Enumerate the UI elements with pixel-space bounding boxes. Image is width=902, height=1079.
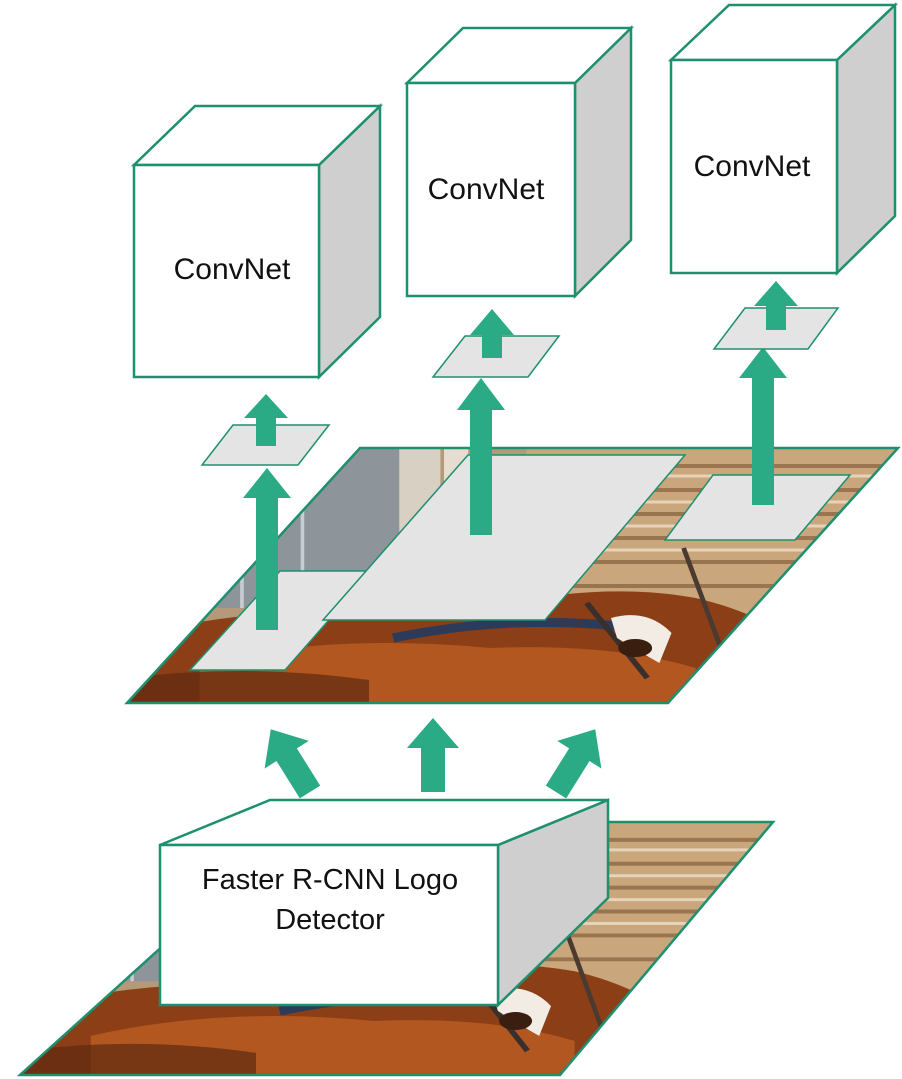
convnet-box-center: ConvNet <box>403 25 635 300</box>
detector-label-line2: Detector <box>275 904 385 936</box>
up-arrow-icon <box>754 281 798 330</box>
up-arrow-icon <box>739 347 787 505</box>
detector-box: Faster R-CNN Logo Detector <box>158 798 610 1008</box>
region-left <box>188 570 374 671</box>
detector-label-line1: Faster R-CNN Logo <box>202 864 458 896</box>
up-arrow-icon <box>533 715 618 806</box>
up-arrow-icon <box>248 715 333 806</box>
input-image-bottom <box>16 820 776 1077</box>
convnet-label: ConvNet <box>428 173 545 206</box>
up-arrow-icon <box>470 309 514 358</box>
convnet-box-left: ConvNet <box>130 103 384 380</box>
convnet-label: ConvNet <box>174 253 291 286</box>
convnet-label: ConvNet <box>694 150 811 183</box>
region-center <box>321 454 687 621</box>
crop-arrows <box>200 281 840 630</box>
input-image-top <box>124 446 901 705</box>
up-arrow-icon <box>407 718 459 792</box>
up-arrow-icon <box>457 378 505 535</box>
region-right <box>663 474 852 541</box>
up-arrow-icon <box>244 394 288 446</box>
convnet-box-right: ConvNet <box>667 2 899 276</box>
up-arrow-icon <box>243 468 291 630</box>
detector-output-arrows <box>248 715 618 806</box>
detected-regions <box>188 454 852 671</box>
